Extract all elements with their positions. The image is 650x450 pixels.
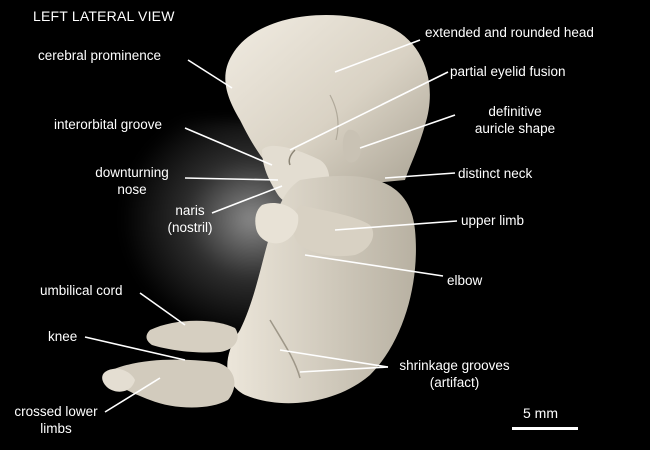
label-nose-line2: nose [117,182,147,197]
lower-limb-shape [111,359,235,408]
label-crossed-limbs: crossed lower limbs [6,403,106,437]
label-crossed-line1: crossed lower [14,404,98,419]
scale-bar [512,427,578,430]
label-eyelid-fusion: partial eyelid fusion [450,64,566,79]
scale-bar-label: 5 mm [523,405,558,421]
foot-shape [102,368,135,392]
label-naris-line1: naris [175,203,205,218]
label-shrinkage-grooves: shrinkage grooves (artifact) [387,357,522,391]
label-naris: naris (nostril) [155,202,225,236]
label-shrinkage-line2: (artifact) [429,375,480,390]
label-elbow: elbow [447,273,483,288]
label-downturning-nose: downturning nose [82,164,182,198]
hand-shape [255,203,299,244]
umbilical-shape [146,320,238,353]
label-crossed-line2: limbs [40,421,72,436]
view-title: LEFT LATERAL VIEW [33,8,175,24]
label-naris-line2: (nostril) [167,220,213,235]
label-shrinkage-line1: shrinkage grooves [399,358,510,373]
ear-shape [342,129,362,163]
label-extended-head: extended and rounded head [425,25,594,40]
label-cerebral-prominence: cerebral prominence [38,48,162,63]
label-auricle-line1: definitive [488,104,542,119]
label-auricle: definitive auricle shape [455,103,575,137]
label-auricle-line2: auricle shape [474,121,556,136]
label-distinct-neck: distinct neck [458,166,533,181]
label-umbilical-cord: umbilical cord [40,283,123,298]
label-nose-line1: downturning [95,165,169,180]
label-interorbital-groove: interorbital groove [54,117,163,132]
label-knee: knee [48,329,78,344]
label-upper-limb: upper limb [461,213,525,228]
upper-limb-shape [292,205,374,257]
